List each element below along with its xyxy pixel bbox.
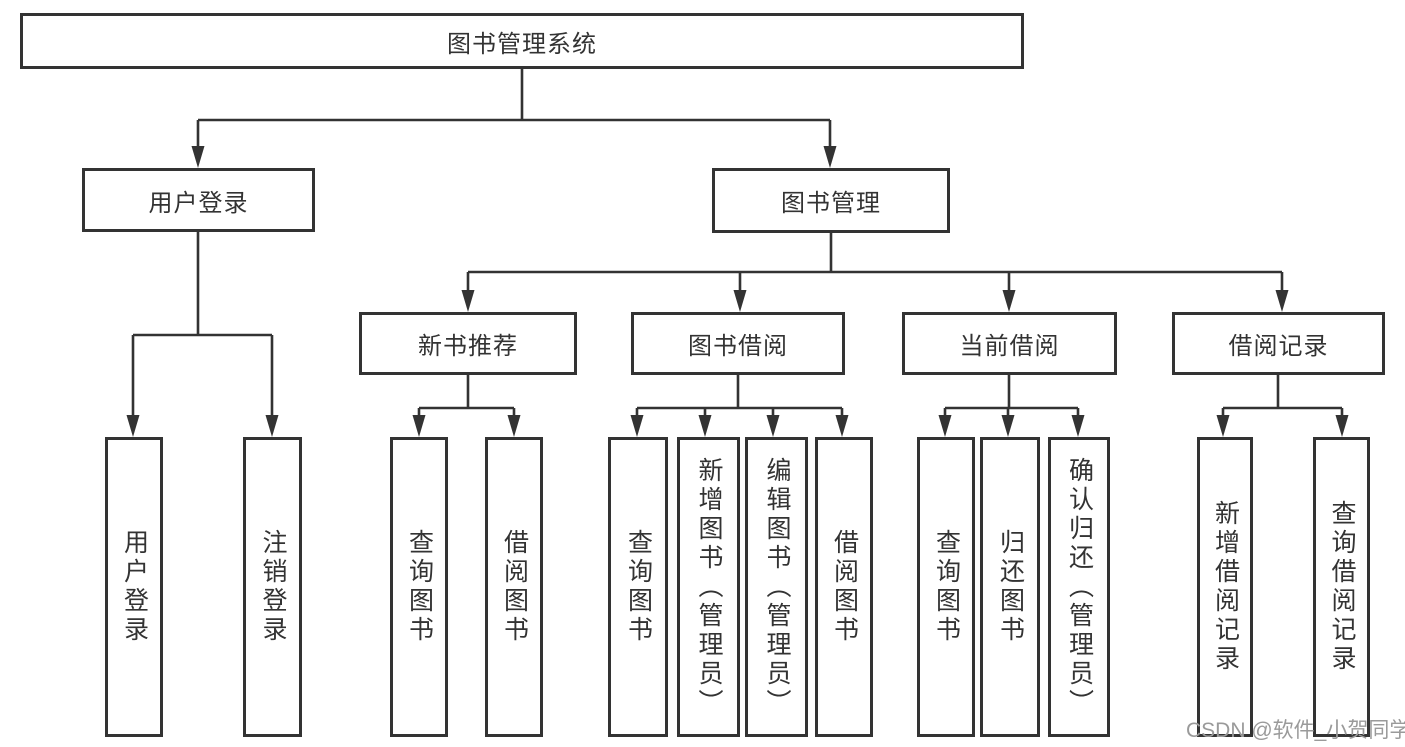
node-leaf-query-books-recommend: 查询图书 bbox=[390, 437, 448, 737]
node-leaf-confirm-return-admin: 确认归还（管理员） bbox=[1048, 437, 1110, 737]
node-leaf-query-books-borrowing: 查询图书 bbox=[608, 437, 668, 737]
node-new-book-recommend: 新书推荐 bbox=[359, 312, 577, 375]
node-book-management: 图书管理 bbox=[712, 168, 950, 233]
node-leaf-query-borrow-record: 查询借阅记录 bbox=[1313, 437, 1370, 737]
node-leaf-return-book: 归还图书 bbox=[980, 437, 1040, 737]
node-leaf-add-borrow-record: 新增借阅记录 bbox=[1197, 437, 1253, 737]
node-leaf-borrow-books-recommend: 借阅图书 bbox=[485, 437, 543, 737]
node-leaf-user-login: 用户登录 bbox=[105, 437, 163, 737]
node-current-borrowing: 当前借阅 bbox=[902, 312, 1117, 375]
node-book-borrowing: 图书借阅 bbox=[631, 312, 845, 375]
node-leaf-add-book-admin: 新增图书（管理员） bbox=[677, 437, 740, 737]
node-leaf-edit-book-admin: 编辑图书（管理员） bbox=[745, 437, 808, 737]
watermark: CSDN @软件_小贺同学 bbox=[1186, 719, 1405, 742]
node-leaf-query-books-current: 查询图书 bbox=[917, 437, 975, 737]
node-user-login: 用户登录 bbox=[82, 168, 315, 232]
node-borrow-records: 借阅记录 bbox=[1172, 312, 1385, 375]
node-system-root: 图书管理系统 bbox=[20, 13, 1024, 69]
node-leaf-logout: 注销登录 bbox=[243, 437, 302, 737]
node-leaf-borrow-books: 借阅图书 bbox=[815, 437, 873, 737]
